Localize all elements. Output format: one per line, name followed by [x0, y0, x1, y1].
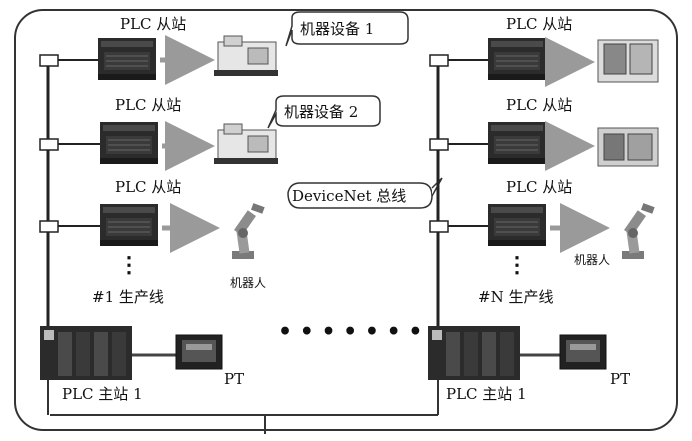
slave-label: PLC 从站: [120, 15, 186, 33]
robot-arm-icon: [622, 203, 655, 259]
right-production-line: PLC 从站 PLC 从站 PLC: [428, 15, 659, 415]
left-slave-1: PLC 从站 机器设备 1: [39, 11, 409, 85]
line-label: #1 生产线: [92, 288, 164, 306]
machine-device-icon: [597, 39, 659, 83]
slave-label: PLC 从站: [506, 96, 572, 114]
between-lines-ellipsis: • • • • • • •: [278, 319, 422, 345]
pt-terminal: [559, 334, 607, 370]
pt-label: PT: [224, 370, 244, 388]
right-slave-2: PLC 从站: [429, 96, 659, 171]
robot-arm-icon: [232, 203, 265, 259]
slave-label: PLC 从站: [115, 178, 181, 196]
bus-tap: [429, 220, 449, 233]
plc-slave-unit: [99, 203, 159, 247]
left-master-station: PLC 主站 1: [40, 326, 143, 403]
devicenet-callout: DeviceNet 总线: [287, 177, 443, 209]
callout-bubble: [267, 95, 381, 129]
robot-label: 机器人: [574, 253, 610, 267]
machine-device-icon: [597, 127, 659, 167]
master-label: PLC 主站 1: [446, 385, 527, 403]
left-slave-3: PLC 从站 机器人: [39, 178, 266, 290]
left-slave-2: PLC 从站 机器设备 2: [39, 95, 381, 171]
plc-slave-unit: [487, 37, 547, 81]
bus-tap: [39, 220, 59, 233]
bus-tap: [429, 138, 449, 151]
callout-bubble: [285, 11, 409, 47]
left-production-line: PLC 从站 机器设备 1 PLC 从站 机器设备 2 PLC 从站 机器人: [39, 11, 409, 415]
slave-label: PLC 从站: [506, 15, 572, 33]
slave-label: PLC 从站: [115, 96, 181, 114]
bus-tap: [429, 54, 449, 67]
right-slave-1: PLC 从站: [429, 15, 659, 87]
plc-slave-unit: [487, 203, 547, 247]
machine-device-1: [213, 35, 279, 77]
vertical-ellipsis: ⋮: [118, 252, 140, 278]
plc-slave-unit: [99, 121, 159, 165]
bus-tap: [39, 138, 59, 151]
slave-label: PLC 从站: [506, 178, 572, 196]
pt-label: PT: [610, 370, 630, 388]
plc-slave-unit: [97, 37, 157, 81]
machine-device-2: [213, 123, 279, 165]
device-label: 机器设备 1: [300, 20, 374, 38]
right-slave-3: PLC 从站 机器人: [429, 178, 655, 267]
plc-slave-unit: [487, 121, 547, 165]
pt-terminal: [175, 334, 223, 370]
right-master-station: PLC 主站 1: [428, 326, 527, 403]
line-label: #N 生产线: [478, 288, 553, 306]
plant-frame: [14, 9, 678, 431]
bus-label: DeviceNet 总线: [292, 187, 406, 205]
robot-label: 机器人: [230, 276, 266, 290]
vertical-ellipsis: ⋮: [506, 252, 528, 278]
bus-tap: [39, 54, 59, 67]
master-label: PLC 主站 1: [62, 385, 143, 403]
device-label: 机器设备 2: [284, 103, 358, 121]
